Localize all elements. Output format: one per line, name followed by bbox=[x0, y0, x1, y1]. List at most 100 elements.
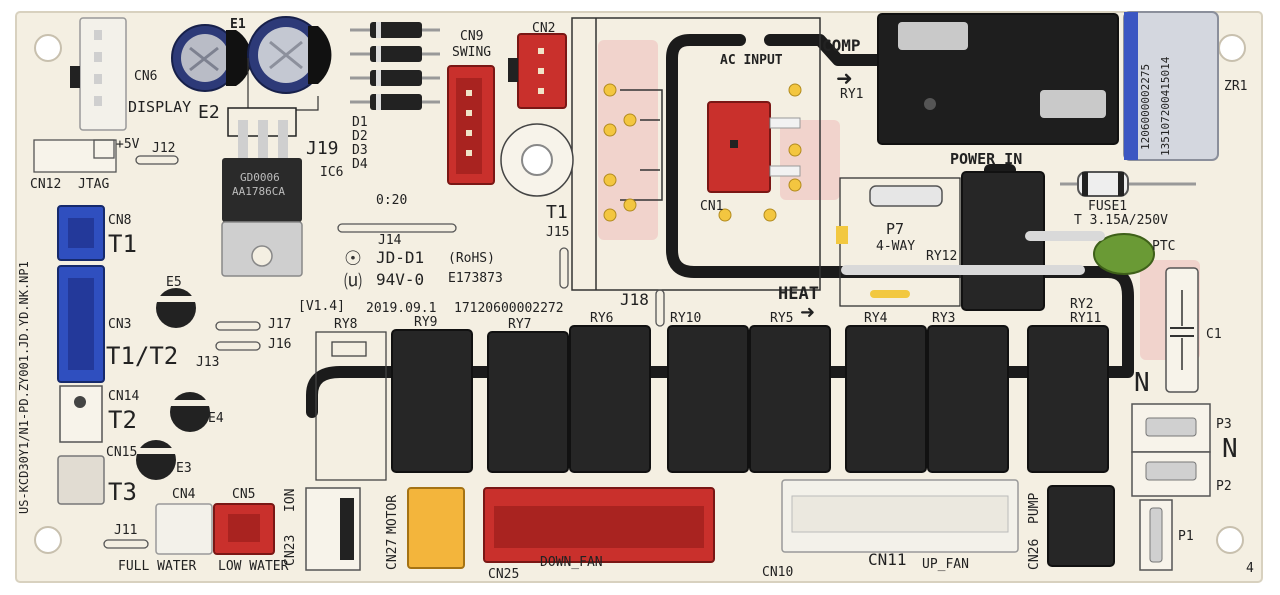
label-j15: J15 bbox=[546, 225, 570, 240]
label-cn5: CN5 bbox=[232, 487, 256, 502]
pad bbox=[763, 208, 777, 222]
relay-row bbox=[391, 325, 1109, 473]
label-ptc: PTC bbox=[1152, 239, 1176, 254]
cn9-swing-connector bbox=[447, 65, 495, 185]
relay-ry3 bbox=[927, 325, 1009, 473]
label-up-fan: UP_FAN bbox=[922, 557, 969, 572]
label-four-way: 4-WAY bbox=[876, 239, 916, 254]
ptc-thermistor bbox=[1093, 233, 1155, 275]
cn4-full-water-connector bbox=[155, 503, 213, 555]
terminal-p2 bbox=[1131, 451, 1211, 497]
cn2-connector bbox=[508, 33, 567, 109]
label-pump: PUMP bbox=[1027, 492, 1042, 524]
label-cn11: CN11 bbox=[868, 550, 907, 569]
label-ry10: RY10 bbox=[670, 311, 702, 326]
arrow-right-icon: ➜ bbox=[800, 302, 816, 323]
label-t3: T3 bbox=[108, 478, 137, 506]
mounting-hole bbox=[34, 34, 62, 62]
transformer-core-center bbox=[521, 144, 553, 176]
cn11-up-fan-connector bbox=[781, 479, 1019, 553]
label-j13: J13 bbox=[196, 355, 220, 370]
label-ry3: RY3 bbox=[932, 311, 956, 326]
label-low-water: LOW WATER bbox=[218, 559, 289, 574]
cn15-connector bbox=[57, 455, 105, 505]
label-cn15: CN15 bbox=[106, 445, 138, 460]
trace-ac-loop bbox=[666, 34, 966, 278]
label-down-fan: DOWN_FAN bbox=[540, 555, 603, 570]
cn12-jtag-header bbox=[33, 139, 117, 173]
label-j16: J16 bbox=[268, 337, 292, 352]
relay-ry9 bbox=[391, 329, 473, 473]
label-plus5v: +5V bbox=[116, 137, 140, 152]
label-j14: J14 bbox=[378, 233, 402, 248]
label-date: 2019.09.1 bbox=[366, 301, 437, 316]
label-side-model: US-KCD30Y1/N1-PD.ZY001.JD.YD.NK.NP1 bbox=[17, 261, 31, 514]
cn1-ac-input-connector bbox=[707, 101, 801, 193]
cn5-low-water-connector bbox=[213, 503, 275, 555]
cn25-down-fan-connector bbox=[483, 487, 715, 563]
label-p1: P1 bbox=[1178, 529, 1194, 544]
label-heat: HEAT bbox=[778, 284, 819, 304]
relay-ry4 bbox=[845, 325, 927, 473]
label-ry9: RY9 bbox=[414, 315, 438, 330]
label-ry1: RY1 bbox=[840, 87, 864, 102]
label-p3: P3 bbox=[1216, 417, 1232, 432]
mounting-hole bbox=[1216, 526, 1244, 554]
pad bbox=[788, 178, 802, 192]
label-ac-input: AC INPUT bbox=[720, 53, 783, 68]
label-zr1: ZR1 bbox=[1224, 79, 1248, 94]
arrow-right-icon: ➜ bbox=[836, 66, 853, 90]
capacitor-e2 bbox=[171, 24, 252, 92]
cn8-connector bbox=[57, 205, 105, 261]
label-d2: D2 bbox=[352, 129, 368, 144]
label-p7: P7 bbox=[886, 220, 905, 238]
label-j12: J12 bbox=[152, 141, 176, 156]
pad bbox=[788, 83, 802, 97]
terminal-p1 bbox=[1139, 499, 1173, 571]
label-version: [V1.4] bbox=[298, 299, 345, 314]
pad bbox=[603, 123, 617, 137]
label-cn9: CN9 bbox=[460, 29, 484, 44]
pad bbox=[718, 208, 732, 222]
relay-ry8 bbox=[315, 331, 387, 481]
label-power-in: POWER IN bbox=[950, 150, 1023, 168]
label-d3: D3 bbox=[352, 143, 368, 158]
label-jd: JD-D1 bbox=[376, 248, 425, 267]
jumper-j12 bbox=[135, 155, 179, 165]
label-ion: ION bbox=[283, 488, 298, 512]
mounting-holes bbox=[34, 34, 1246, 554]
label-corner-4: 4 bbox=[1246, 561, 1254, 576]
label-ry12: RY12 bbox=[926, 249, 958, 264]
label-d1: D1 bbox=[352, 115, 368, 130]
label-ry5: RY5 bbox=[770, 311, 794, 326]
label-ic-mark1: AA1786CA bbox=[232, 185, 285, 198]
label-cn4: CN4 bbox=[172, 487, 196, 502]
diode-array bbox=[350, 22, 440, 110]
label-comp: COMP bbox=[822, 36, 861, 55]
pad bbox=[623, 198, 637, 212]
label-j17: J17 bbox=[268, 317, 292, 332]
jumper-j17 bbox=[215, 321, 261, 331]
label-comp-sticker: 1206000002275 bbox=[1139, 63, 1152, 150]
cn23-ion-connector bbox=[305, 487, 361, 571]
label-t1-sensor: T1 bbox=[108, 230, 137, 258]
label-cn10: CN10 bbox=[762, 565, 794, 580]
relay-ry11 bbox=[1027, 325, 1109, 473]
label-cn2: CN2 bbox=[532, 21, 556, 36]
relay-ry10 bbox=[667, 325, 749, 473]
label-e5: E5 bbox=[166, 275, 182, 290]
label-cn25: CN25 bbox=[488, 567, 520, 582]
label-cn14: CN14 bbox=[108, 389, 140, 404]
transistor-e3 bbox=[136, 440, 176, 480]
label-e2: E2 bbox=[198, 102, 220, 123]
label-ul: 94V-0 bbox=[376, 270, 425, 289]
label-display: DISPLAY bbox=[128, 98, 192, 116]
label-full-water: FULL WATER bbox=[118, 559, 197, 574]
mounting-hole bbox=[1218, 34, 1246, 62]
jumper-j16 bbox=[215, 341, 261, 351]
label-ry4: RY4 bbox=[864, 311, 888, 326]
label-j18: J18 bbox=[620, 290, 649, 309]
label-p2: P2 bbox=[1216, 479, 1232, 494]
pad bbox=[603, 83, 617, 97]
jumper-j18 bbox=[655, 289, 665, 327]
